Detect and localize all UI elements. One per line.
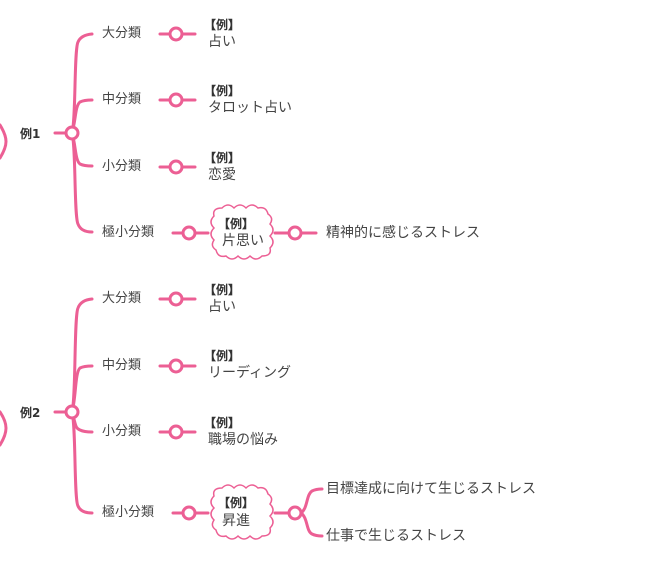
example-tag: 【例】 — [218, 496, 255, 510]
group-title[interactable]: 例1 — [20, 127, 41, 141]
level-label[interactable]: 極小分類 — [102, 505, 155, 520]
leaf-item[interactable]: 精神的に感じるストレス — [326, 225, 480, 241]
example-value[interactable]: 職場の悩み — [208, 432, 278, 448]
cloud-shape-1 — [210, 204, 274, 260]
leaf-item[interactable]: 仕事で生じるストレス — [326, 528, 466, 544]
group2-branch-bottom — [70, 410, 94, 515]
example-tag: 【例】 — [218, 217, 255, 231]
example-value[interactable]: リーディング — [208, 365, 292, 381]
example-tag: 【例】 — [204, 416, 241, 430]
example-tag: 【例】 — [204, 84, 241, 98]
example-value[interactable]: 恋愛 — [208, 167, 236, 183]
group1-branch-top — [70, 32, 94, 135]
example-tag: 【例】 — [204, 151, 241, 165]
group1-branch-bottom — [70, 131, 94, 234]
level-label[interactable]: 中分類 — [102, 92, 142, 107]
example-value[interactable]: 片思い — [222, 233, 264, 249]
example-tag: 【例】 — [204, 349, 241, 363]
level-label[interactable]: 大分類 — [102, 26, 142, 41]
group-title[interactable]: 例2 — [20, 406, 41, 420]
level-label[interactable]: 大分類 — [102, 291, 142, 306]
group2-node — [64, 404, 80, 420]
cloud-shape-2 — [210, 484, 274, 540]
example-value[interactable]: 昇進 — [222, 513, 250, 529]
parent-connector-2 — [0, 410, 8, 447]
group2-branch-mid1 — [70, 364, 94, 414]
example-value[interactable]: 占い — [208, 34, 236, 50]
level-label[interactable]: 極小分類 — [102, 225, 155, 240]
leaf-item[interactable]: 目標達成に向けて生じるストレス — [326, 481, 536, 497]
example-tag: 【例】 — [204, 18, 241, 32]
level-label[interactable]: 小分類 — [102, 159, 142, 174]
group1-node — [64, 125, 80, 141]
level-label[interactable]: 小分類 — [102, 424, 142, 439]
parent-connector-1 — [0, 123, 8, 160]
example-tag: 【例】 — [204, 283, 241, 297]
level-label[interactable]: 中分類 — [102, 358, 142, 373]
group1-branch-mid1 — [70, 98, 94, 135]
example-value[interactable]: 占い — [208, 299, 236, 315]
example-value[interactable]: タロット占い — [208, 100, 292, 116]
